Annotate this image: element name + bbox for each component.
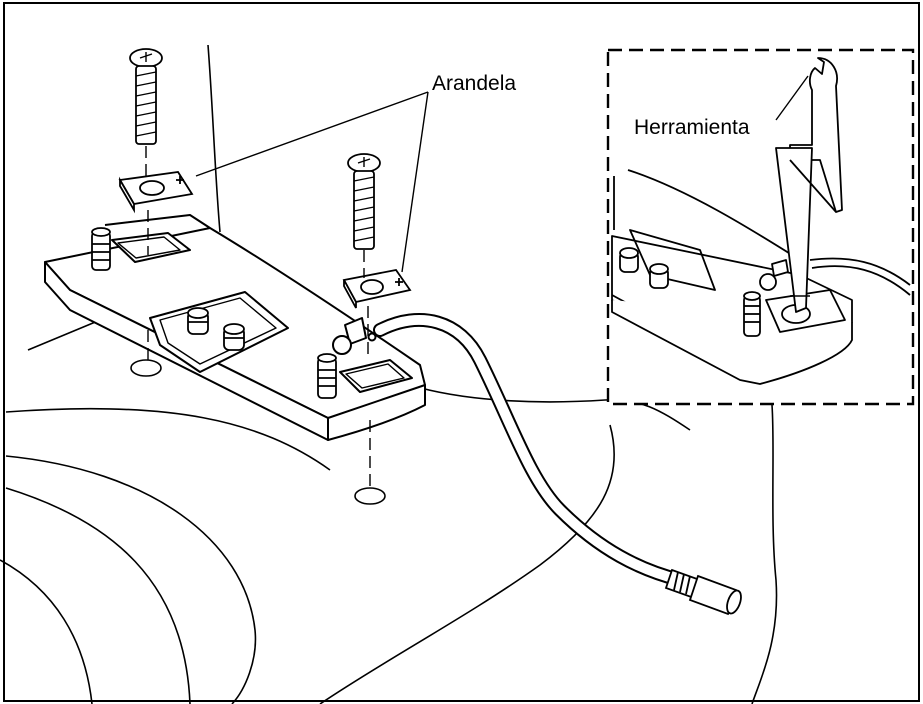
screw-left <box>129 48 163 145</box>
washer-leaders <box>195 91 429 273</box>
chassis-contours <box>0 44 778 704</box>
stud-front <box>317 353 337 399</box>
screw-right <box>347 153 381 250</box>
tool-icon <box>775 57 843 313</box>
washer-right <box>342 269 412 309</box>
cable <box>373 313 687 587</box>
mount-holes <box>130 359 386 505</box>
screws <box>129 48 381 250</box>
tool-leader <box>775 75 809 121</box>
washer-left <box>118 171 194 214</box>
inset-detail: Herramienta <box>606 48 915 406</box>
washer-label: Arandela <box>432 72 516 95</box>
washers <box>118 171 412 309</box>
stud-left <box>91 227 111 271</box>
tool-label: Herramienta <box>634 116 750 139</box>
nut-center-2 <box>223 323 245 351</box>
guide-lines <box>145 146 371 488</box>
studs <box>91 227 337 399</box>
nut-center-1 <box>187 307 209 335</box>
cable-connector <box>664 568 742 616</box>
